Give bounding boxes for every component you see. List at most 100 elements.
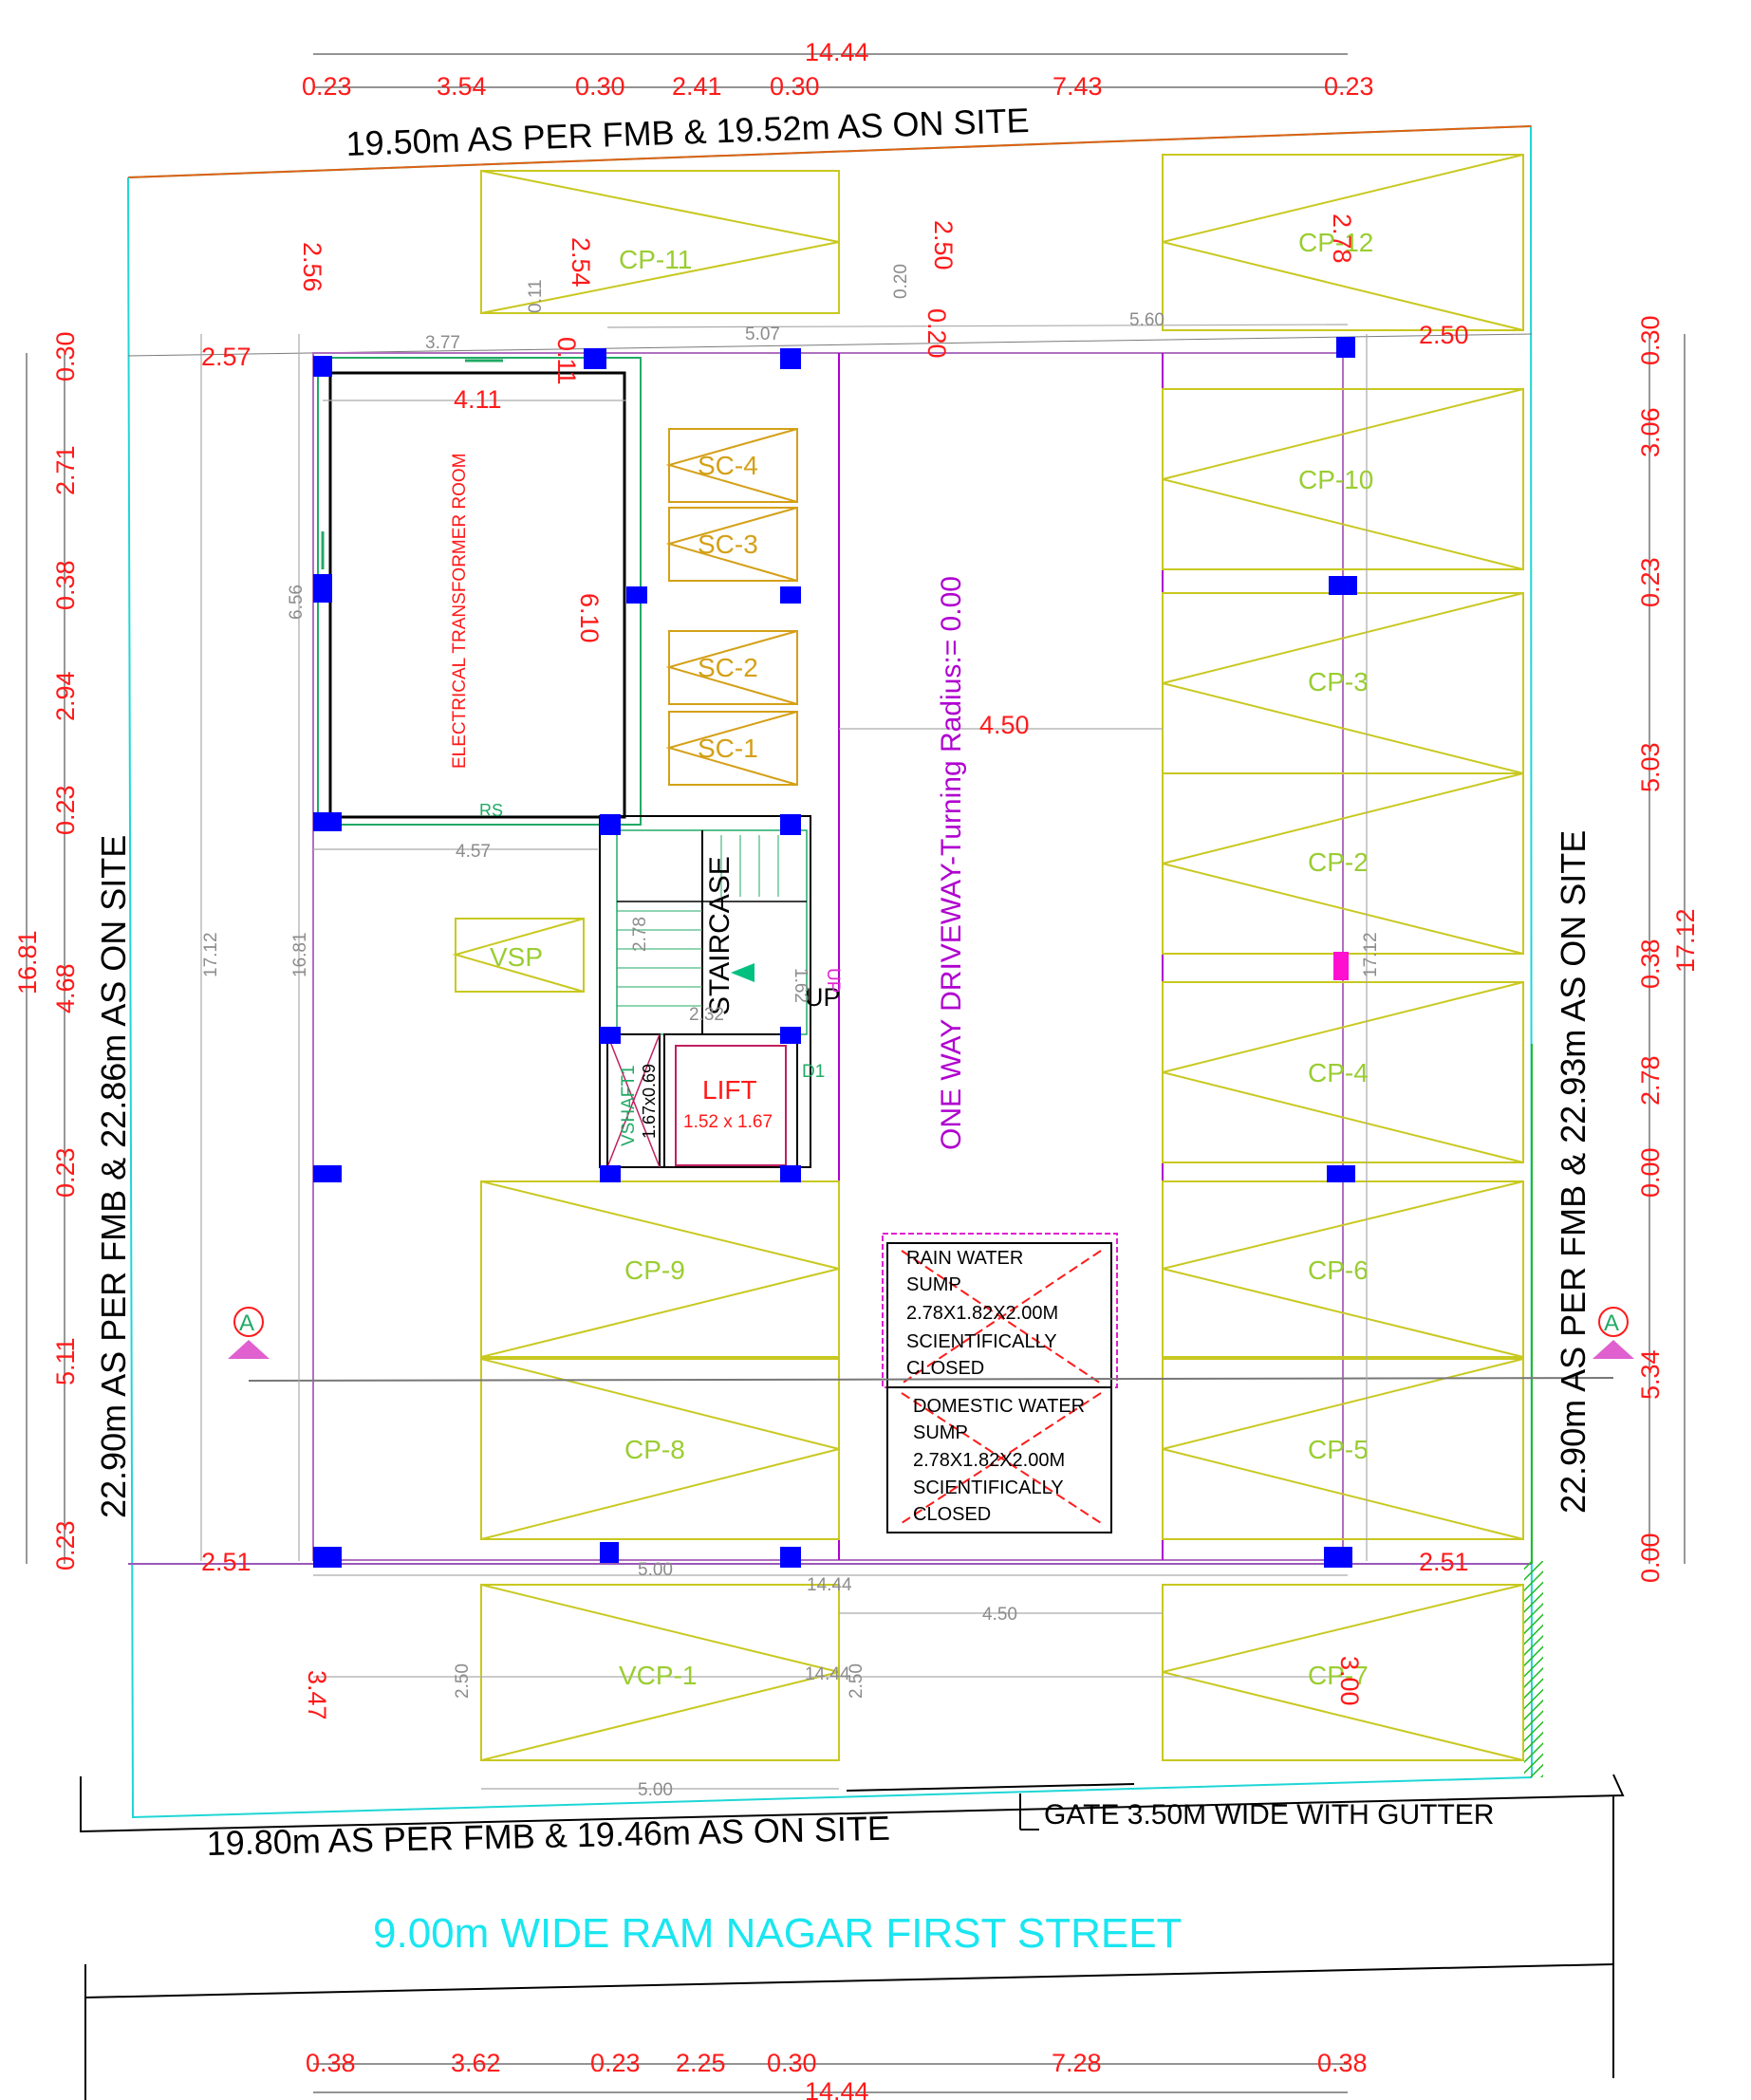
svg-text:2.57: 2.57 — [201, 343, 251, 371]
svg-text:2.78: 2.78 — [1636, 1055, 1665, 1106]
svg-text:0.23: 0.23 — [51, 1520, 80, 1570]
dim-top-total: 14.44 — [805, 38, 869, 66]
svg-text:0.30: 0.30 — [767, 2049, 817, 2077]
svg-text:UP: UP — [823, 968, 843, 993]
svg-text:0.23: 0.23 — [302, 72, 352, 101]
svg-text:0.00: 0.00 — [1636, 1147, 1665, 1198]
svg-text:7.43: 7.43 — [1052, 72, 1103, 101]
svg-text:2.25: 2.25 — [676, 2049, 726, 2077]
scooter-bays — [665, 428, 798, 786]
svg-text:0.30: 0.30 — [51, 331, 80, 381]
lift-label: LIFT — [702, 1075, 757, 1105]
svg-text:0.38: 0.38 — [1317, 2049, 1368, 2077]
street — [80, 1774, 1625, 2100]
svg-text:0.38: 0.38 — [306, 2049, 356, 2077]
svg-text:0.23: 0.23 — [51, 1147, 80, 1198]
parking-cp9: CP-9 — [624, 1255, 685, 1285]
svg-text:2.51: 2.51 — [1419, 1548, 1469, 1576]
svg-text:2.50: 2.50 — [1419, 321, 1469, 349]
svg-text:2.56: 2.56 — [298, 242, 326, 292]
svg-text:CLOSED: CLOSED — [913, 1504, 991, 1525]
svg-text:3.77: 3.77 — [425, 333, 460, 353]
dim-right-column: 0.30 3.06 0.23 5.03 0.38 2.78 0.00 5.34 … — [1636, 315, 1665, 1583]
svg-text:RAIN WATER: RAIN WATER — [906, 1248, 1023, 1269]
section-marker-right: A — [1604, 1310, 1619, 1336]
parking-bays — [452, 154, 1524, 1761]
svg-text:7.28: 7.28 — [1052, 2049, 1102, 2077]
svg-text:2.71: 2.71 — [51, 445, 80, 495]
svg-text:3.00: 3.00 — [1335, 1656, 1364, 1706]
svg-text:2.50: 2.50 — [929, 220, 958, 270]
dim-right-total: 17.12 — [1671, 908, 1700, 973]
parking-cp4: CP-4 — [1308, 1058, 1369, 1087]
svg-text:14.44: 14.44 — [807, 1575, 852, 1595]
svg-text:4.50: 4.50 — [979, 711, 1030, 739]
scooter-sc4: SC-4 — [698, 451, 758, 480]
svg-text:17.12: 17.12 — [201, 932, 221, 977]
west-boundary-label: 22.90m AS PER FMB & 22.86m AS ON SITE — [94, 835, 133, 1518]
svg-text:4.11: 4.11 — [454, 385, 502, 414]
svg-text:2.94: 2.94 — [51, 671, 80, 721]
section-marker-left: A — [239, 1310, 254, 1336]
svg-text:5.07: 5.07 — [745, 325, 780, 344]
dim-top-row: 0.23 3.54 0.30 2.41 0.30 7.43 0.23 — [302, 72, 1374, 101]
svg-text:SCIENTIFICALLY: SCIENTIFICALLY — [906, 1331, 1057, 1352]
svg-text:4.50: 4.50 — [982, 1605, 1017, 1625]
transformer-room-label: ELECTRICAL TRANSFORMER ROOM — [450, 453, 470, 769]
svg-text:2.41: 2.41 — [672, 72, 722, 101]
svg-text:0.20: 0.20 — [891, 264, 911, 299]
svg-text:5.03: 5.03 — [1636, 742, 1665, 792]
svg-text:2.50: 2.50 — [453, 1663, 473, 1699]
dimension-lines — [26, 53, 1686, 2093]
rs-label: RS — [479, 801, 503, 820]
parking-cp5: CP-5 — [1308, 1435, 1369, 1464]
dim-bottom-total: 14.44 — [805, 2077, 869, 2100]
svg-text:0.11: 0.11 — [552, 337, 581, 385]
vshaft-label: VSHAFT1 — [619, 1065, 639, 1146]
svg-text:6.10: 6.10 — [575, 593, 604, 643]
svg-text:17.12: 17.12 — [1361, 932, 1381, 977]
svg-text:16.81: 16.81 — [290, 932, 310, 977]
inner-red-dims: 2.56 2.54 2.50 2.78 2.57 2.50 4.11 6.10 … — [201, 214, 1469, 1720]
svg-text:0.23: 0.23 — [590, 2049, 641, 2077]
svg-text:0.30: 0.30 — [575, 72, 625, 101]
svg-text:4.68: 4.68 — [51, 963, 80, 1013]
transformer-room — [317, 357, 642, 826]
vsp-label: VSP — [490, 942, 543, 972]
svg-text:DOMESTIC WATER: DOMESTIC WATER — [913, 1396, 1085, 1417]
svg-text:5.00: 5.00 — [638, 1560, 673, 1580]
svg-text:SCIENTIFICALLY: SCIENTIFICALLY — [913, 1477, 1064, 1498]
svg-text:4.57: 4.57 — [456, 842, 491, 862]
parking-vcp1: VCP-1 — [619, 1661, 697, 1690]
svg-text:2.78X1.82X2.00M: 2.78X1.82X2.00M — [913, 1450, 1065, 1471]
street-name: 9.00m WIDE RAM NAGAR FIRST STREET — [373, 1910, 1182, 1957]
scooter-sc2: SC-2 — [698, 653, 758, 682]
svg-text:3.62: 3.62 — [451, 2049, 501, 2077]
svg-text:5.11: 5.11 — [51, 1337, 80, 1385]
svg-text:0.00: 0.00 — [1636, 1533, 1665, 1583]
section-line — [228, 1307, 1634, 1382]
dim-bottom-row: 0.38 3.62 0.23 2.25 0.30 7.28 0.38 — [306, 2049, 1368, 2077]
parking-cp8: CP-8 — [624, 1435, 685, 1464]
staircase-label: STAIRCASE — [704, 856, 736, 1015]
gate-label: GATE 3.50M WIDE WITH GUTTER — [1044, 1799, 1494, 1831]
dim-left-total: 16.81 — [13, 930, 42, 994]
svg-text:2.78X1.82X2.00M: 2.78X1.82X2.00M — [906, 1303, 1058, 1324]
up-arrow-icon — [731, 963, 754, 982]
svg-text:2.32: 2.32 — [689, 1005, 724, 1025]
domestic-water-sump: DOMESTIC WATER SUMP 2.78X1.82X2.00M SCIE… — [913, 1396, 1085, 1525]
svg-text:2.78: 2.78 — [630, 917, 650, 952]
rain-water-sump: RAIN WATER SUMP 2.78X1.82X2.00M SCIENTIF… — [906, 1248, 1058, 1379]
svg-text:5.34: 5.34 — [1636, 1349, 1665, 1400]
lift-size-label: 1.52 x 1.67 — [683, 1112, 773, 1132]
inner-gray-dims: 3.77 5.07 5.60 0.11 0.20 6.56 4.57 17.12… — [201, 264, 1381, 1800]
svg-text:0.30: 0.30 — [1636, 315, 1665, 365]
parking-cp12: CP-12 — [1298, 228, 1373, 257]
svg-text:3.47: 3.47 — [303, 1670, 331, 1720]
vshaft-size-label: 1.67x0.69 — [640, 1064, 659, 1139]
columns — [313, 337, 1357, 1568]
svg-text:5.60: 5.60 — [1129, 310, 1164, 330]
svg-text:6.56: 6.56 — [287, 585, 307, 620]
plot-boundary — [127, 124, 1543, 1819]
